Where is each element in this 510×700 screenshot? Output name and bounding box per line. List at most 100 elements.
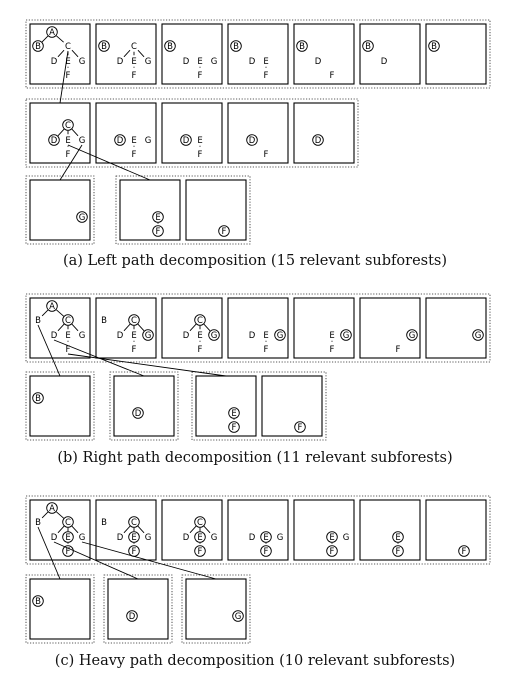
node-circle-a [46, 300, 58, 312]
node-label-b: B [35, 316, 41, 326]
subforest-box [359, 23, 421, 85]
node-label-a: A [49, 504, 55, 514]
node-circle-b [32, 392, 44, 404]
node-label-g: G [145, 331, 152, 341]
node-label-e: E [329, 331, 334, 341]
tree-edge [189, 323, 197, 332]
node-circle-e [392, 531, 404, 543]
decomposition-connector [67, 353, 227, 377]
node-circle-g [142, 329, 154, 341]
node-label-g: G [235, 612, 242, 622]
node-circle-c [62, 516, 74, 528]
node-label-d: D [117, 57, 124, 67]
node-circle-b [362, 40, 374, 52]
row-dotted-frame [181, 574, 251, 644]
node-label-g: G [211, 533, 218, 543]
subforest-cell: DF [227, 102, 289, 164]
node-label-c: C [131, 518, 137, 528]
node-label-d: D [249, 136, 256, 146]
node-label-f: F [198, 547, 203, 557]
node-label-f: F [396, 345, 401, 355]
node-circle-f [62, 545, 74, 557]
node-circle-g [406, 329, 418, 341]
node-circle-b [164, 40, 176, 52]
tree-edge [57, 323, 65, 332]
node-label-g: G [145, 533, 152, 543]
tree-edge [203, 323, 211, 332]
node-label-b: B [101, 42, 107, 52]
node-label-b: B [101, 518, 107, 528]
node-label-d: D [51, 331, 58, 341]
node-circle-e [228, 407, 240, 419]
node-label-g: G [343, 331, 350, 341]
node-circle-c [62, 119, 74, 131]
node-label-c: C [197, 316, 203, 326]
node-circle-g [472, 329, 484, 341]
node-label-f: F [396, 547, 401, 557]
subforest-box [113, 375, 175, 437]
node-label-b: B [365, 42, 371, 52]
node-circle-c [194, 314, 206, 326]
node-label-e: E [131, 57, 136, 67]
node-label-e: E [197, 136, 202, 146]
node-label-d: D [315, 136, 322, 146]
node-circle-a [46, 502, 58, 514]
node-label-e: E [131, 533, 136, 543]
subforest-box [425, 499, 487, 561]
node-label-d: D [183, 136, 190, 146]
tree-edge [189, 525, 197, 534]
node-label-a: A [49, 28, 55, 38]
node-circle-f [458, 545, 470, 557]
node-label-g: G [343, 533, 350, 543]
subforest-cell: G [185, 578, 247, 640]
node-label-d: D [249, 533, 256, 543]
node-label-d: D [183, 57, 190, 67]
row-dotted-frame [191, 371, 327, 441]
node-label-c: C [65, 518, 71, 528]
node-label-e: E [131, 331, 136, 341]
subforest-cell: EF [195, 375, 257, 437]
subforest-box [185, 578, 247, 640]
subforest-box [425, 23, 487, 85]
node-label-f: F [222, 227, 227, 237]
node-label-c: C [197, 518, 203, 528]
node-label-d: D [51, 533, 58, 543]
node-label-f: F [298, 423, 303, 433]
node-circle-g [208, 329, 220, 341]
tree-edge [71, 525, 79, 534]
decomposition-connector [37, 526, 61, 580]
node-label-g: G [409, 331, 416, 341]
node-label-d: D [183, 331, 190, 341]
node-circle-b [98, 40, 110, 52]
node-label-d: D [249, 331, 256, 341]
node-label-g: G [79, 533, 86, 543]
node-circle-d [312, 134, 324, 146]
node-label-e: E [131, 136, 136, 146]
node-label-b: B [233, 42, 239, 52]
node-circle-f [152, 225, 164, 237]
node-label-f: F [330, 71, 335, 81]
node-label-d: D [129, 612, 136, 622]
node-label-b: B [35, 597, 41, 607]
subforest-cell: G [425, 297, 487, 359]
node-label-f: F [132, 345, 137, 355]
node-label-d: D [183, 533, 190, 543]
tree-edge [57, 128, 65, 137]
node-circle-f [392, 545, 404, 557]
decomposition-connector [81, 541, 217, 580]
node-circle-c [128, 314, 140, 326]
node-label-f: F [198, 345, 203, 355]
row-dotted-frame [25, 98, 359, 168]
node-circle-c [62, 314, 74, 326]
